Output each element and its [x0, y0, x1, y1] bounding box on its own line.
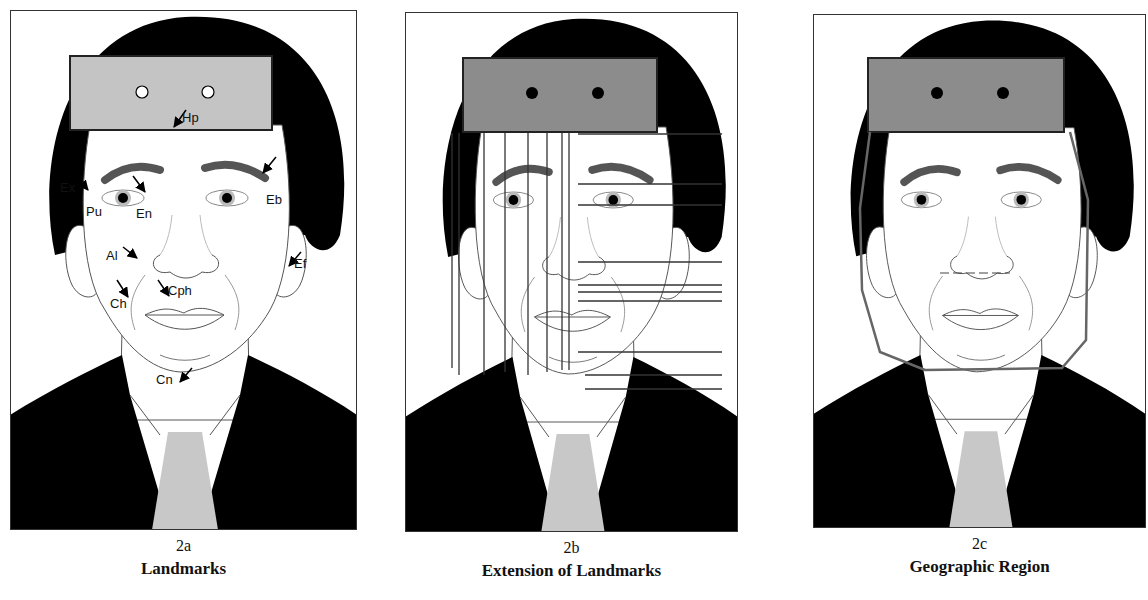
landmark-label: Eb — [266, 192, 282, 207]
landmark-label: Hp — [182, 110, 199, 125]
landmark-label: Ef — [294, 256, 306, 271]
landmark-extension-lines — [452, 133, 722, 389]
landmark-label: Cph — [168, 283, 192, 298]
landmark-label: Cn — [156, 372, 173, 387]
figure-number: 2b — [386, 539, 757, 557]
landmark-label: Pu — [86, 204, 102, 219]
figure-panel: 2bExtension of Landmarks — [405, 12, 738, 532]
landmark-label: En — [136, 206, 152, 221]
figure-number: 2a — [0, 537, 376, 555]
geographic-region-outline — [860, 132, 1088, 370]
landmark-label: Al — [106, 248, 118, 263]
figure-number: 2c — [794, 535, 1148, 553]
figure-panel: 2cGeographic Region — [813, 14, 1146, 528]
landmark-label: Ex — [60, 180, 75, 195]
landmark-label: Ch — [110, 296, 127, 311]
panel-title: Geographic Region — [794, 557, 1148, 577]
leader-arrows — [76, 110, 301, 382]
panel-title: Extension of Landmarks — [386, 561, 757, 581]
panel-title: Landmarks — [0, 559, 376, 579]
